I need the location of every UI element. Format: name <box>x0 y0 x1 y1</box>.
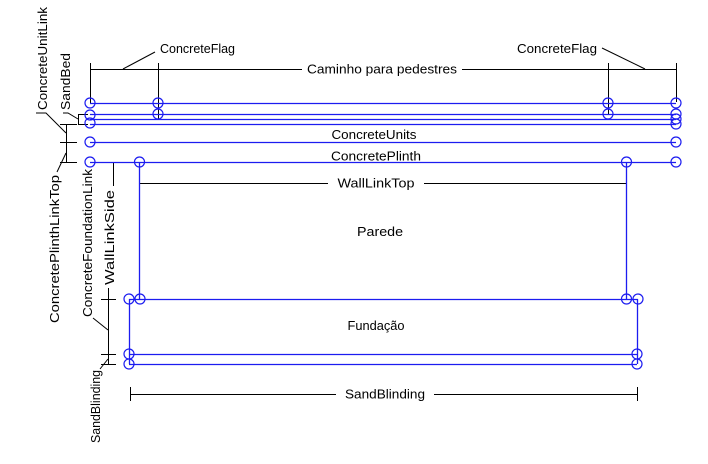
link-node-circle <box>620 156 633 168</box>
foundation-label: Fundação <box>348 318 405 333</box>
concrete-units-label: ConcreteUnits <box>332 127 418 142</box>
link-node-circle <box>631 358 643 370</box>
concrete-flag-left-leader-line <box>122 51 156 70</box>
diagram-labels: ConcreteFlag ConcreteFlag Caminho para p… <box>35 6 597 443</box>
sand-blinding-left-leader-line <box>99 358 109 370</box>
link-node-circle <box>123 293 135 305</box>
link-node-circle <box>632 293 644 305</box>
concrete-plinth-label: ConcretePlinth <box>331 149 421 164</box>
link-node-circle <box>134 293 146 305</box>
building-element-lines <box>84 97 682 370</box>
wall-label: Parede <box>357 224 403 239</box>
link-node-circle <box>152 108 164 120</box>
link-node-circle <box>670 118 682 130</box>
concrete-plinth-link-top-leader-line <box>56 152 67 173</box>
link-node-circle <box>602 97 614 109</box>
link-node-circle <box>670 97 682 109</box>
concrete-foundation-link-label: ConcreteFoundationLink <box>80 168 95 317</box>
wall-link-top-label: WallLinkTop <box>338 176 415 191</box>
sand-bed-label: SandBed <box>58 53 73 110</box>
concrete-flag-right-leader-line <box>601 47 646 70</box>
link-node-circle <box>620 293 633 305</box>
link-nodes <box>84 97 682 370</box>
sand-blinding-left-label: SandBlinding <box>88 370 103 443</box>
wall-link-side-label: WallLinkSide <box>102 190 117 285</box>
link-node-circle <box>84 156 96 168</box>
sand-bed-bracket <box>78 114 88 125</box>
link-node-circle <box>84 117 96 129</box>
sand-blinding-bottom-label: SandBlinding <box>345 387 425 402</box>
link-node-circle <box>84 97 96 109</box>
concrete-unit-link-label: ConcreteUnitLink <box>35 6 50 110</box>
concrete-flag-left-label: ConcreteFlag <box>160 41 235 56</box>
link-node-circle <box>602 108 614 120</box>
link-node-circle <box>84 136 96 148</box>
sand-bed-leader-line <box>63 112 79 120</box>
concrete-plinth-link-top-label: ConcretePlinthLinkTop <box>47 175 62 323</box>
concrete-foundation-link-leader-line <box>92 317 109 331</box>
link-node-circle <box>152 97 164 109</box>
concrete-flag-right-label: ConcreteFlag <box>517 41 597 56</box>
link-node-circle <box>84 109 96 121</box>
pedestrian-path-label: Caminho para pedestres <box>307 62 458 77</box>
concrete-unit-link-leader-line <box>36 112 67 134</box>
link-node-circle <box>123 358 135 370</box>
link-node-circle <box>670 156 682 168</box>
link-node-circle <box>670 136 682 148</box>
link-node-circle <box>133 156 146 168</box>
link-node-circle <box>670 113 682 125</box>
